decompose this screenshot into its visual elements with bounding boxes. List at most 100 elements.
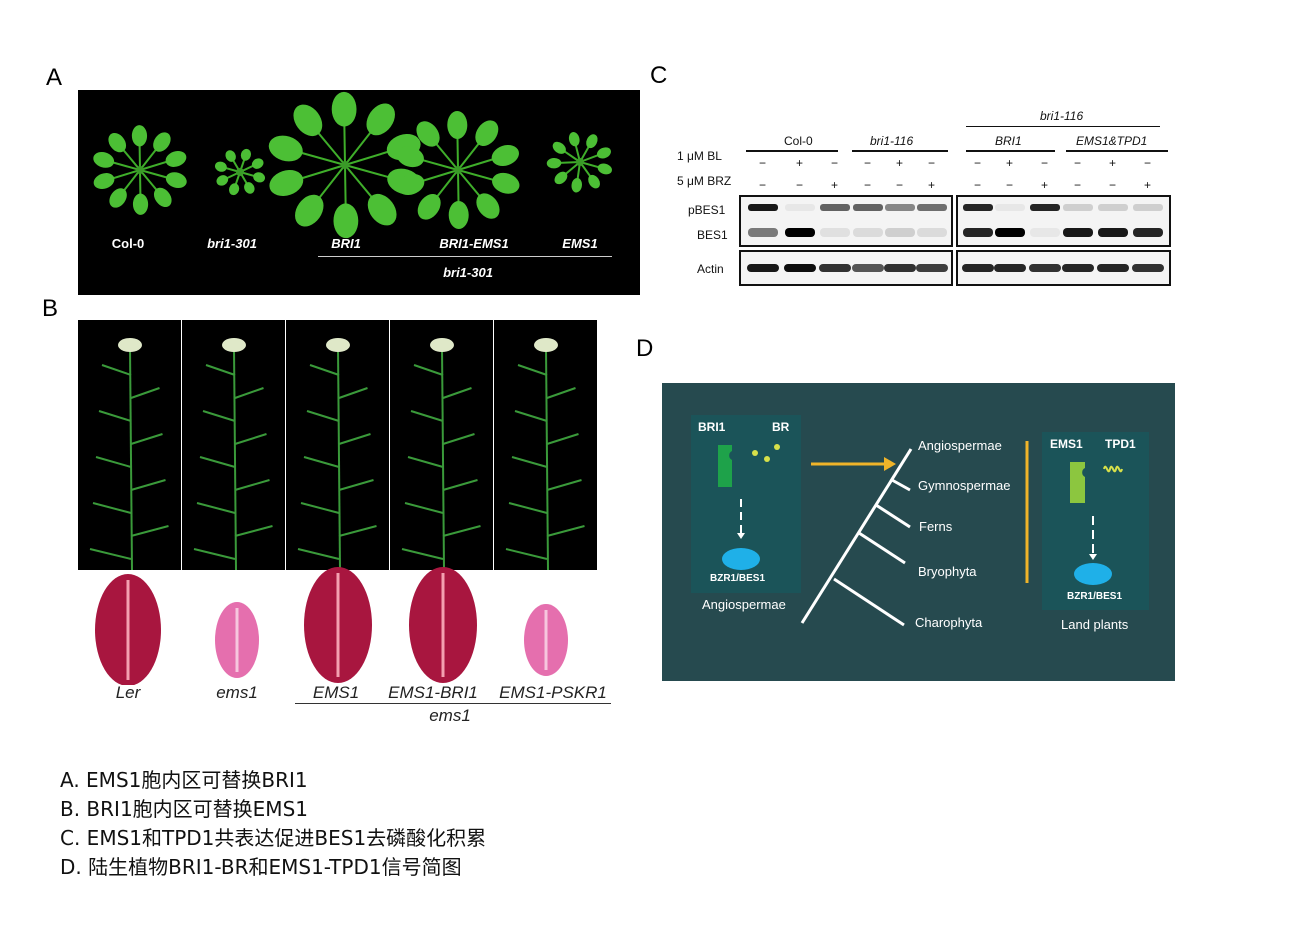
inflorescence-stem bbox=[193, 347, 273, 571]
pbes1-band bbox=[917, 204, 947, 211]
treatment-sign: + bbox=[928, 178, 936, 192]
background-label: ems1 bbox=[429, 706, 471, 725]
treatment-sign: − bbox=[1074, 178, 1082, 192]
genotype-label: ems1 bbox=[216, 683, 258, 702]
inflorescence-stem bbox=[89, 347, 169, 571]
bes1-band bbox=[1030, 228, 1060, 237]
treatment-sign: + bbox=[1144, 178, 1152, 192]
genotype-label: Ler bbox=[115, 683, 141, 702]
treatment-sign: − bbox=[974, 178, 982, 192]
bes1-band bbox=[1133, 228, 1163, 237]
inflorescence-stem bbox=[297, 347, 377, 571]
treatment-sign: + bbox=[1006, 156, 1014, 170]
bes1-band bbox=[1063, 228, 1093, 237]
band-label: Actin bbox=[697, 262, 724, 276]
panel-label-d: D bbox=[636, 335, 654, 362]
actin-band bbox=[962, 264, 994, 272]
bes1-band bbox=[853, 228, 883, 237]
tree-taxon: Ferns bbox=[919, 519, 953, 534]
inflorescence-and-anther-images bbox=[78, 320, 597, 685]
rosette-plant bbox=[214, 148, 266, 196]
genotype-label: BRI1-EMS1 bbox=[439, 236, 509, 251]
tree-taxon: Charophyta bbox=[915, 615, 983, 630]
bes1-band bbox=[748, 228, 778, 237]
group-label: Col-0 bbox=[784, 134, 813, 148]
group-line bbox=[318, 256, 612, 257]
receptor-label: EMS1 bbox=[1050, 437, 1083, 451]
bri1-receptor-icon bbox=[718, 445, 732, 487]
bes1-band bbox=[917, 228, 947, 237]
actin-band bbox=[994, 264, 1026, 272]
group-label: bri1-116 bbox=[870, 134, 914, 148]
treatment-sign: − bbox=[896, 178, 904, 192]
treatment-sign: − bbox=[759, 156, 767, 170]
background-label: bri1-301 bbox=[443, 265, 493, 280]
signaling-diagram: BRI1 BR BZR1/BES1 Angiospermae Angiosper… bbox=[662, 383, 1175, 681]
tree-taxon: Gymnospermae bbox=[918, 478, 1011, 493]
bzr1-bes1-icon bbox=[1074, 563, 1112, 585]
actin-band bbox=[884, 264, 916, 272]
genotype-label: EMS1-BRI1 bbox=[388, 683, 478, 702]
pbes1-band bbox=[995, 204, 1025, 211]
genotype-label: EMS1-PSKR1 bbox=[499, 683, 607, 702]
caption-c: C. EMS1和TPD1共表达促进BES1去磷酸化积累 bbox=[60, 826, 487, 850]
treatment-sign: − bbox=[928, 156, 936, 170]
ligand-label: TPD1 bbox=[1105, 437, 1136, 451]
actin-band bbox=[916, 264, 948, 272]
receptor-label: BRI1 bbox=[698, 420, 726, 434]
rosette-plant bbox=[93, 125, 187, 215]
bes1-band bbox=[1098, 228, 1128, 237]
treatment-sign: + bbox=[796, 156, 804, 170]
rosette-plant bbox=[546, 131, 612, 193]
target-label: BZR1/BES1 bbox=[1067, 591, 1123, 602]
treatment-sign: − bbox=[759, 178, 767, 192]
actin-band bbox=[1132, 264, 1164, 272]
rosette-photo-panel: Col-0 bri1-301 BRI1 BRI1-EMS1 EMS1 bri1-… bbox=[78, 90, 640, 295]
ems1-receptor-icon bbox=[1070, 462, 1085, 503]
group-label: bri1-116 bbox=[1040, 109, 1084, 123]
treatment-sign: − bbox=[1074, 156, 1082, 170]
bes1-band bbox=[820, 228, 850, 237]
genotype-label: EMS1 bbox=[562, 236, 598, 251]
inflorescence-stem bbox=[505, 347, 585, 571]
tree-taxon: Bryophyta bbox=[918, 564, 977, 579]
pbes1-band bbox=[885, 204, 915, 211]
row-label-bl: 1 μM BL bbox=[677, 149, 722, 163]
pbes1-band bbox=[785, 204, 815, 211]
target-label: BZR1/BES1 bbox=[710, 573, 766, 584]
group-label: BRI1 bbox=[995, 134, 1022, 148]
bzr1-bes1-icon bbox=[722, 548, 760, 570]
group-line bbox=[966, 126, 1160, 127]
treatment-sign: − bbox=[1006, 178, 1014, 192]
anther-image bbox=[215, 602, 259, 678]
treatment-sign: + bbox=[831, 178, 839, 192]
box-caption: Land plants bbox=[1061, 617, 1129, 632]
panel-label-c: C bbox=[650, 62, 668, 89]
bes1-band bbox=[885, 228, 915, 237]
treatment-sign: − bbox=[1109, 178, 1117, 192]
panel-label-b: B bbox=[42, 295, 59, 322]
pbes1-band bbox=[820, 204, 850, 211]
blot-membrane bbox=[739, 195, 953, 247]
genotype-label: Col-0 bbox=[111, 236, 145, 251]
group-line bbox=[295, 703, 611, 704]
box-caption: Angiospermae bbox=[702, 597, 786, 612]
actin-band bbox=[819, 264, 851, 272]
treatment-sign: − bbox=[831, 156, 839, 170]
western-blot bbox=[739, 150, 1171, 286]
actin-band bbox=[747, 264, 779, 272]
group-label: EMS1&TPD1 bbox=[1076, 134, 1148, 148]
pbes1-band bbox=[963, 204, 993, 211]
treatment-sign: − bbox=[1041, 156, 1049, 170]
bes1-band bbox=[963, 228, 993, 237]
phylogenetic-tree bbox=[800, 448, 913, 627]
anther-image bbox=[409, 567, 477, 683]
treatment-sign: + bbox=[1109, 156, 1117, 170]
actin-band bbox=[784, 264, 816, 272]
pbes1-band bbox=[1133, 204, 1163, 211]
treatment-sign: − bbox=[1144, 156, 1152, 170]
actin-band bbox=[852, 264, 884, 272]
rosette-plant bbox=[396, 111, 520, 229]
bes1-band bbox=[785, 228, 815, 237]
row-label-brz: 5 μM BRZ bbox=[677, 174, 732, 188]
